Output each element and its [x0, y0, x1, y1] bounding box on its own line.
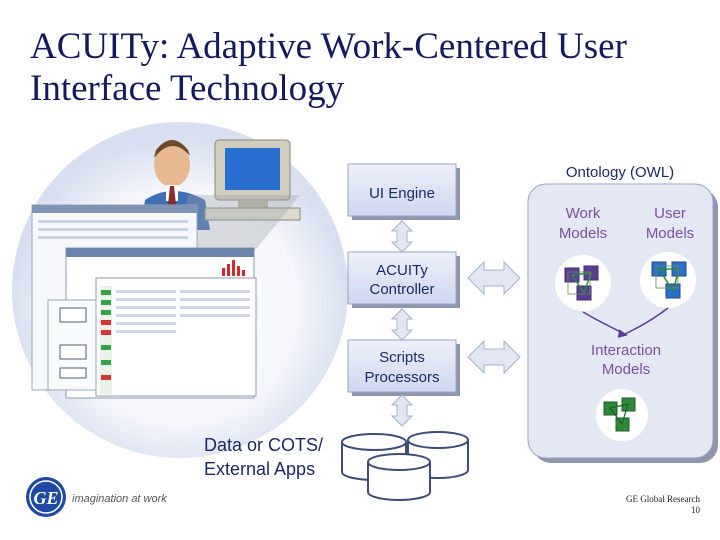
title-line-2: Interface Technology: [30, 68, 345, 109]
ge-tagline: imagination at work: [72, 493, 167, 505]
component-stack: UI Engine ACUITy Controller Scripts Proc…: [347, 163, 460, 396]
arrow-engine-controller: [390, 220, 414, 253]
ge-brand: GE imagination at work: [26, 477, 167, 517]
arrow-controller-ontology: [467, 260, 521, 296]
horizontal-arrows: [467, 260, 521, 375]
interaction-models-label-2: Models: [602, 361, 650, 378]
work-models-icon: [555, 255, 611, 311]
arrow-scripts-ontology: [467, 339, 521, 375]
footer: GE Global Research 10: [620, 494, 700, 516]
work-models-label-1: Work: [566, 205, 601, 222]
scripts-label-2: Processors: [364, 369, 439, 386]
title-line-1: ACUITy: Adaptive Work-Centered User: [30, 26, 627, 67]
interaction-models-label-1: Interaction: [591, 342, 661, 359]
page-number: 10: [691, 505, 700, 515]
ui-engine-box: [347, 163, 457, 217]
controller-box: [347, 251, 457, 305]
data-label-2: External Apps: [204, 459, 315, 479]
controller-label-1: ACUITy: [376, 262, 428, 279]
slide-title: ACUITy: Adaptive Work-Centered User Inte…: [30, 26, 710, 110]
ge-logo-icon: GE: [26, 477, 66, 517]
ontology-title: Ontology (OWL): [566, 164, 674, 181]
ui-screens-icon: [31, 204, 257, 399]
database-icon-front: [367, 453, 431, 501]
interaction-models-icon: [596, 389, 648, 441]
work-models-label-2: Models: [559, 225, 607, 242]
convergence-arrows: [582, 307, 669, 338]
monitor-icon: [204, 139, 301, 221]
vertical-arrows: [390, 220, 414, 427]
database-cylinders: [341, 431, 469, 501]
arrow-controller-scripts: [390, 308, 414, 341]
scripts-box: [347, 339, 457, 393]
user-illustration: [12, 122, 348, 458]
user-models-icon: [640, 252, 696, 308]
scripts-label-1: Scripts: [379, 349, 425, 366]
ontology-panel: Ontology (OWL) Work Models User Models: [527, 164, 718, 463]
controller-label-2: Controller: [369, 281, 434, 298]
arrow-scripts-data: [390, 394, 414, 427]
data-label-1: Data or COTS/: [204, 435, 323, 455]
ge-logo-text: GE: [33, 488, 58, 508]
ui-engine-label: UI Engine: [369, 185, 435, 202]
user-models-label-1: User: [654, 205, 686, 222]
footer-company: GE Global Research: [626, 494, 700, 504]
user-models-label-2: Models: [646, 225, 694, 242]
